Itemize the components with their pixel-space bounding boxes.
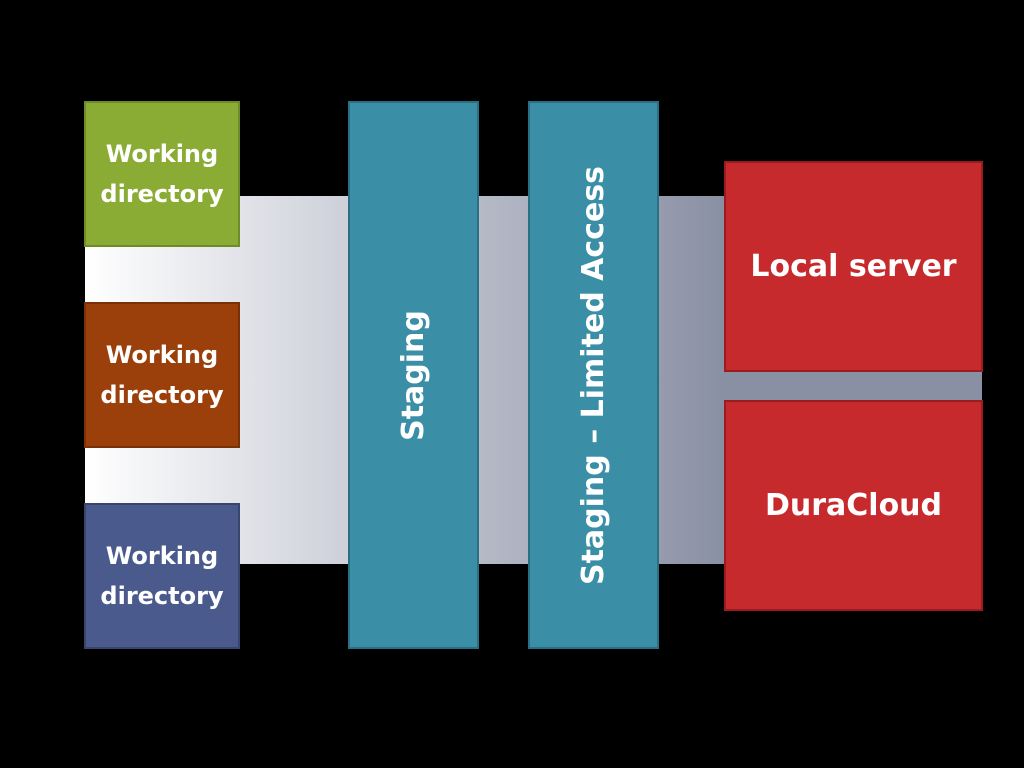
working-directory-box-1: Working directory — [84, 101, 240, 247]
duracloud-label: DuraCloud — [764, 488, 943, 523]
duracloud-box: DuraCloud — [724, 400, 983, 611]
working-directory-box-3: Working directory — [84, 503, 240, 649]
staging-label: Staging — [396, 309, 431, 441]
working-directory-label-2: Working directory — [100, 341, 224, 409]
working-directory-box-2: Working directory — [84, 302, 240, 448]
staging-limited-access-box: Staging – Limited Access — [528, 101, 659, 649]
connector-band-right — [724, 372, 982, 400]
staging-limited-access-label: Staging – Limited Access — [576, 165, 611, 585]
local-server-box: Local server — [724, 161, 983, 372]
working-directory-label-1: Working directory — [100, 140, 224, 208]
local-server-label: Local server — [750, 249, 957, 284]
working-directory-label-3: Working directory — [100, 542, 224, 610]
staging-box: Staging — [348, 101, 479, 649]
